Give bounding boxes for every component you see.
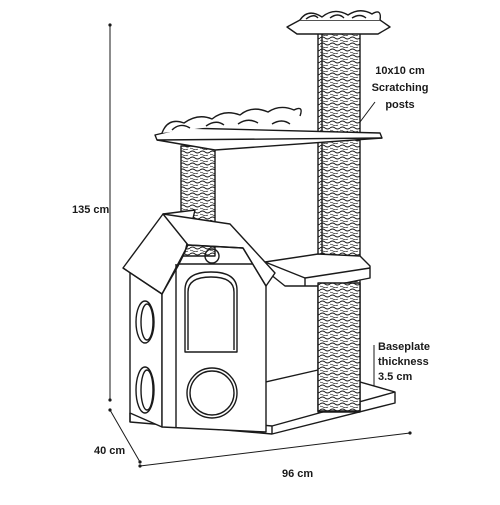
- baseplate-annotation: Baseplate thickness 3.5 cm: [378, 340, 430, 384]
- right-shelf: [264, 253, 371, 412]
- round-window: [204, 248, 220, 264]
- width-dimension-line: [138, 431, 412, 468]
- baseplate-thickness-word: thickness: [378, 356, 429, 368]
- cat-house: [122, 209, 276, 433]
- arched-door: [184, 271, 238, 353]
- posts-word-posts: posts: [385, 99, 415, 111]
- baseplate-word: Baseplate: [378, 341, 430, 353]
- middle-platform: [154, 106, 383, 151]
- width-label: 96 cm: [282, 468, 314, 480]
- scratching-posts-annotation: 10x10 cm Scratching posts: [364, 64, 436, 112]
- side-window-upper: [135, 300, 155, 344]
- dimension-lines: [108, 23, 412, 468]
- height-label: 135 cm: [72, 204, 110, 216]
- round-entrance: [186, 367, 238, 419]
- depth-dimension-line: [108, 408, 142, 464]
- posts-word-scratching: Scratching: [371, 82, 429, 94]
- baseplate-thickness-value: 3.5 cm: [378, 371, 413, 383]
- posts-size: 10x10 cm: [375, 65, 425, 77]
- posts-leader-line: [359, 101, 376, 123]
- side-window-lower: [135, 366, 155, 414]
- top-platform: [286, 10, 391, 35]
- depth-label: 40 cm: [94, 445, 126, 457]
